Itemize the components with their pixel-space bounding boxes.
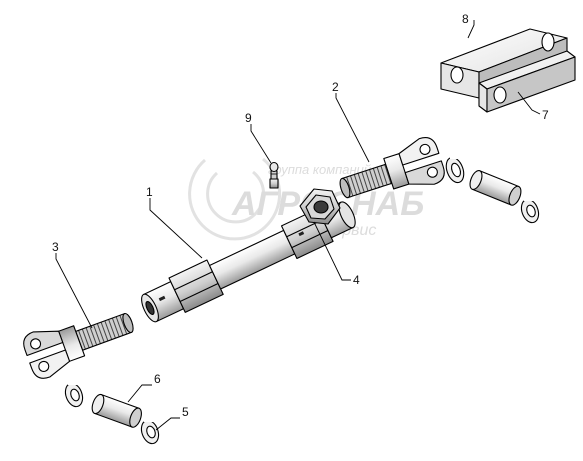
retaining-ring-part-5: [140, 418, 160, 445]
pin-part-6: [91, 393, 142, 428]
fork-end-part-3: [23, 312, 134, 379]
callout-4: 4: [353, 273, 360, 287]
leader-3: [55, 253, 93, 329]
plate-part-7: [478, 50, 576, 113]
watermark-line1: группа компаний: [268, 162, 371, 177]
leader-1: [149, 198, 203, 259]
lower-retaining-ring-a: [64, 381, 84, 408]
leader-8: [467, 20, 475, 39]
tube-part-1: [141, 201, 356, 323]
callout-3: 3: [52, 240, 59, 254]
callout-8: 8: [462, 12, 469, 26]
upper-retaining-ring-a: [445, 155, 465, 184]
leader-9: [250, 124, 272, 164]
callout-7: 7: [542, 108, 549, 122]
leader-7: [517, 91, 541, 115]
leader-5: [155, 417, 180, 431]
grease-nipple-part-9: [269, 161, 279, 189]
leader-lines: [55, 20, 541, 431]
leader-6: [127, 384, 152, 403]
callout-9: 9: [245, 111, 252, 125]
nut-part-4: [299, 188, 341, 225]
upper-pin: [469, 169, 522, 206]
upper-retaining-ring-b: [520, 197, 540, 224]
leader-2: [335, 93, 370, 163]
leader-4: [313, 221, 351, 281]
callouts: 1 2 3 4 5 6 7 8 9: [52, 12, 549, 419]
callout-1: 1: [146, 185, 153, 199]
fork-end-part-2: [339, 136, 445, 199]
callout-6: 6: [154, 372, 161, 386]
callout-2: 2: [332, 80, 339, 94]
callout-5: 5: [182, 405, 189, 419]
